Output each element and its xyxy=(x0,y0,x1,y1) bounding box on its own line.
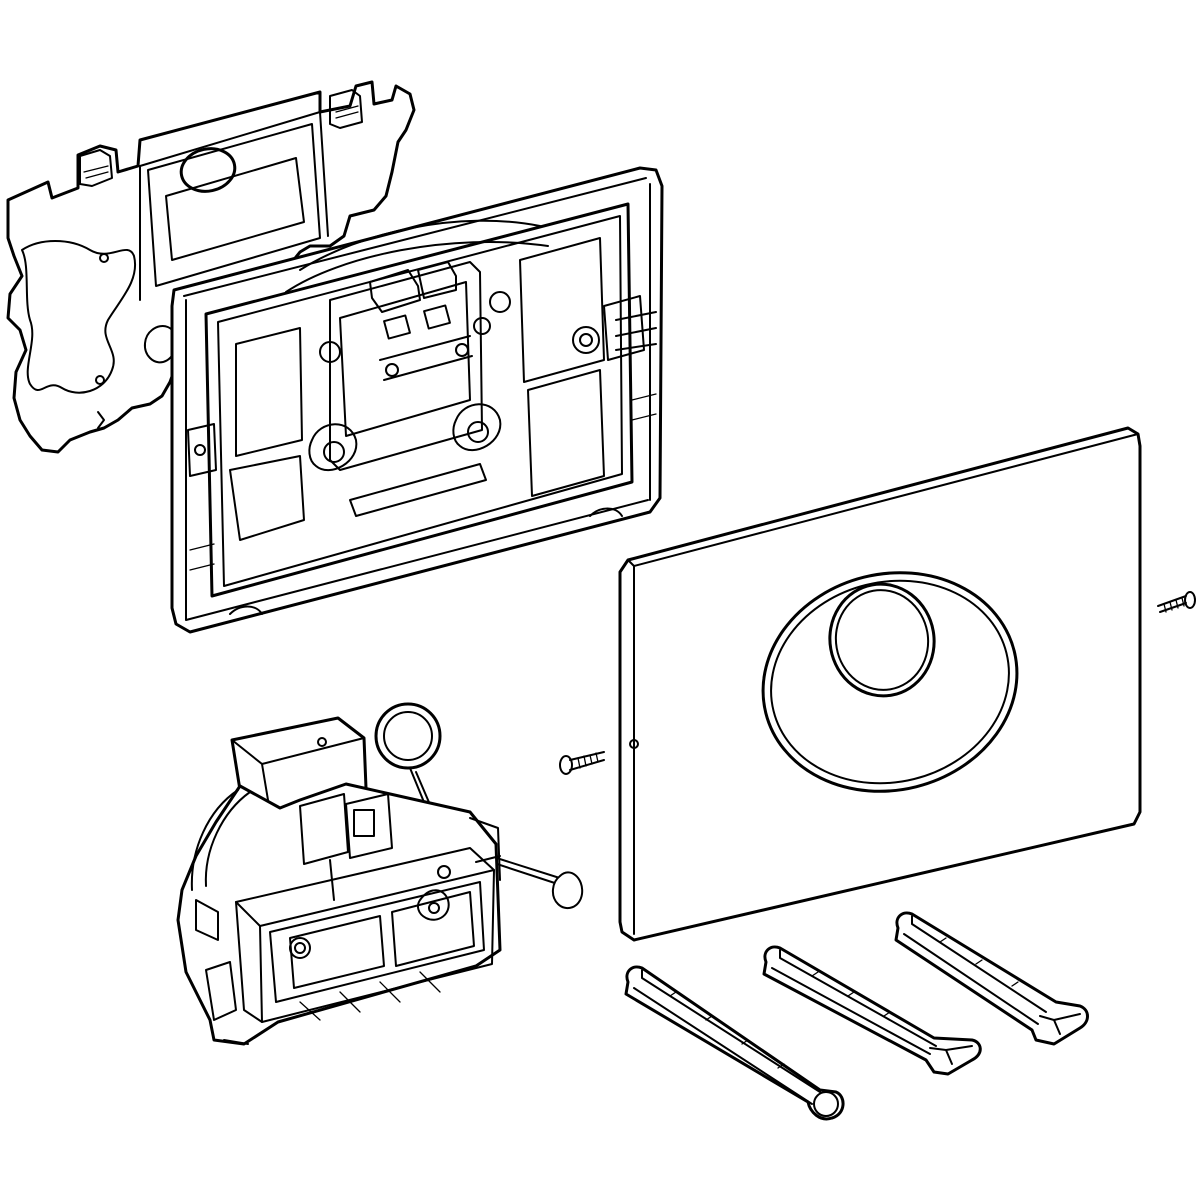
control-unit-module xyxy=(176,702,584,1046)
fixing-screw-left xyxy=(559,751,605,775)
cover-plate xyxy=(618,426,1142,942)
fixing-screw-right xyxy=(1157,591,1196,613)
extension-rod-1 xyxy=(624,965,845,1121)
mounting-frame xyxy=(170,166,664,634)
extension-rod-2 xyxy=(762,945,982,1076)
extension-rod-3 xyxy=(894,911,1089,1046)
